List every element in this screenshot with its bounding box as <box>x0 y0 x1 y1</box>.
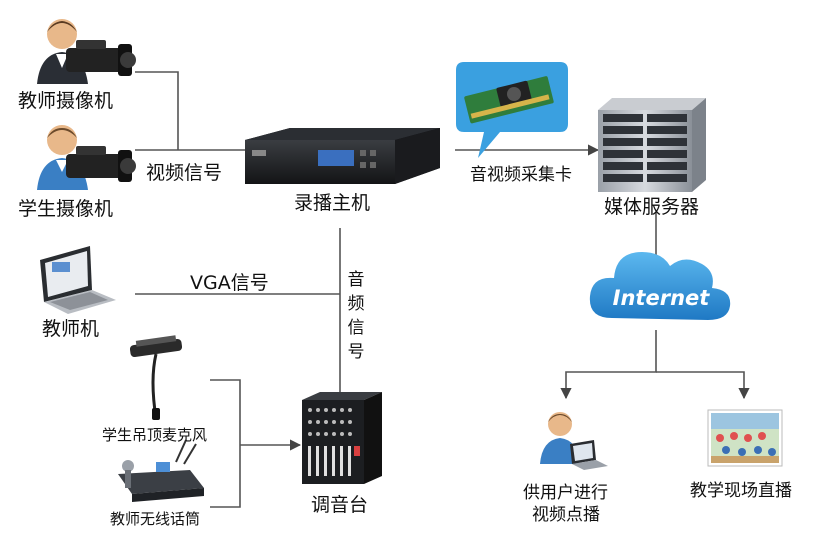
edge-student-mic <box>210 379 241 508</box>
audio-signal-char: 信 <box>347 318 365 338</box>
label-teacher-pc: 教师机 <box>42 318 100 340</box>
edge-cloud-split <box>560 330 657 400</box>
label-media-server: 媒体服务器 <box>604 196 700 218</box>
mixer-icon <box>302 392 382 484</box>
teacher-camera-icon <box>37 19 136 84</box>
edge-teacher-camera <box>135 71 179 150</box>
recorder-icon <box>245 128 440 184</box>
audio-signal-char: 频 <box>347 294 365 314</box>
teacher-mic-icon <box>118 439 204 502</box>
live-classroom-icon <box>707 409 783 467</box>
label-video-signal: 视频信号 <box>146 162 223 184</box>
label-mixer: 调音台 <box>311 494 369 516</box>
audio-signal-char: 音 <box>347 270 365 290</box>
label-vod-line1: 供用户进行 <box>523 483 608 503</box>
label-capture-card: 音视频采集卡 <box>470 165 572 185</box>
student-mic-icon <box>129 335 183 420</box>
label-audio-signal: 音 频 信 号 <box>345 268 367 364</box>
student-camera-icon <box>37 125 136 190</box>
connection-lines <box>135 71 750 508</box>
audio-signal-char: 号 <box>347 342 365 362</box>
teacher-pc-icon <box>40 246 116 314</box>
media-server-icon <box>598 98 706 192</box>
internet-label: Internet <box>613 286 711 310</box>
label-live: 教学现场直播 <box>690 481 792 501</box>
label-vga-signal: VGA信号 <box>190 272 269 294</box>
label-recorder: 录播主机 <box>294 192 371 214</box>
label-vod-line2: 视频点播 <box>532 505 600 525</box>
label-student-camera: 学生摄像机 <box>18 198 114 220</box>
edge-cloud-live <box>656 371 750 400</box>
label-student-mic: 学生吊顶麦克风 <box>102 426 208 444</box>
vod-user-icon <box>540 412 608 470</box>
capture-card-bubble <box>456 62 568 158</box>
label-teacher-camera: 教师摄像机 <box>18 90 114 112</box>
internet-cloud-icon <box>589 252 731 320</box>
label-teacher-mic: 教师无线话筒 <box>110 510 201 528</box>
